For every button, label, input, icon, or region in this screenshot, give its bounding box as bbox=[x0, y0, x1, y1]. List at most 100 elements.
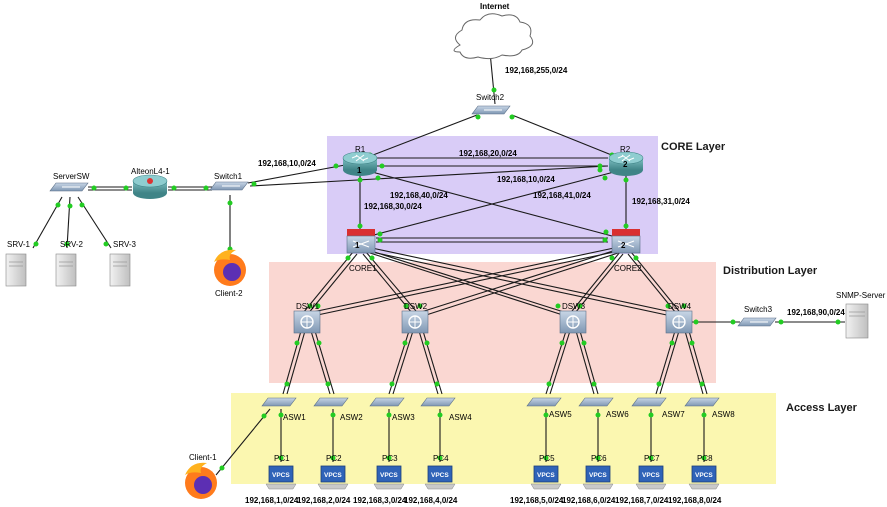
dsw3-switch-icon[interactable] bbox=[559, 310, 587, 334]
pc8-label: PC8 bbox=[697, 454, 713, 463]
dsw3-label: DSW3 bbox=[562, 302, 586, 311]
asw3-label: ASW3 bbox=[392, 413, 415, 422]
pc2-vpcs-text: VPCS bbox=[324, 472, 342, 479]
asw4-icon[interactable] bbox=[420, 397, 456, 407]
client1-firefox-icon[interactable] bbox=[185, 462, 217, 499]
pc2-label: PC2 bbox=[326, 454, 342, 463]
asw7-label: ASW7 bbox=[662, 410, 685, 419]
asw7-icon[interactable] bbox=[631, 397, 667, 407]
r1-switch1-subnet-label: 192,168,10,0/24 bbox=[258, 159, 316, 168]
r1-core1-subnet-label: 192,168,30,0/24 bbox=[364, 202, 422, 211]
dsw2-switch-icon[interactable] bbox=[401, 310, 429, 334]
pc4-subnet-label: 192,168,4,0/24 bbox=[404, 496, 458, 505]
switch1-icon[interactable] bbox=[209, 181, 249, 191]
pc4-label: PC4 bbox=[433, 454, 449, 463]
client1-label: Client-1 bbox=[189, 453, 217, 462]
asw3-icon[interactable] bbox=[369, 397, 405, 407]
core1-label: CORE1 bbox=[349, 264, 377, 273]
pc5-label: PC5 bbox=[539, 454, 555, 463]
core2-multilayer-switch-icon[interactable] bbox=[611, 229, 641, 254]
asw6-label: ASW6 bbox=[606, 410, 629, 419]
pc3-vpcs-text: VPCS bbox=[380, 472, 398, 479]
pc7-label: PC7 bbox=[644, 454, 660, 463]
internet-label: Internet bbox=[480, 2, 510, 11]
distribution-layer-zone bbox=[269, 262, 716, 383]
alteon-load-balancer-icon[interactable] bbox=[132, 174, 168, 199]
dsw1-label: DSW1 bbox=[296, 302, 320, 311]
srv2-server-icon[interactable] bbox=[55, 253, 77, 287]
client2-label: Client-2 bbox=[215, 289, 243, 298]
asw5-label: ASW5 bbox=[549, 410, 572, 419]
asw8-label: ASW8 bbox=[712, 410, 735, 419]
srv2-label: SRV-2 bbox=[60, 240, 84, 249]
switch3-label: Switch3 bbox=[744, 305, 773, 314]
core1-multilayer-switch-icon[interactable] bbox=[346, 229, 376, 254]
client2-firefox-icon[interactable] bbox=[214, 249, 246, 286]
pc7-subnet-label: 192,168,7,0/24 bbox=[615, 496, 669, 505]
pc5-vpcs-icon[interactable]: VPCS bbox=[530, 465, 562, 490]
switch2-label: Switch2 bbox=[476, 93, 505, 102]
pc7-vpcs-text: VPCS bbox=[642, 472, 660, 479]
internet-cloud-icon[interactable] bbox=[453, 13, 534, 60]
router-r1-icon[interactable] bbox=[342, 151, 378, 176]
serversw-label: ServerSW bbox=[53, 172, 90, 181]
dsw1-switch-icon[interactable] bbox=[293, 310, 321, 334]
pc8-vpcs-icon[interactable]: VPCS bbox=[688, 465, 720, 490]
router-r2-icon[interactable] bbox=[608, 151, 644, 176]
r1-label: R1 bbox=[355, 145, 366, 154]
dsw2-label: DSW2 bbox=[404, 302, 428, 311]
dsw4-switch-icon[interactable] bbox=[665, 310, 693, 334]
pc6-vpcs-icon[interactable]: VPCS bbox=[582, 465, 614, 490]
srv1-server-icon[interactable] bbox=[5, 253, 27, 287]
srv3-server-icon[interactable] bbox=[109, 253, 131, 287]
pc3-label: PC3 bbox=[382, 454, 398, 463]
r2-core1-subnet-label: 192,168,41,0/24 bbox=[533, 191, 591, 200]
pc5-subnet-label: 192,168,5,0/24 bbox=[510, 496, 564, 505]
asw8-icon[interactable] bbox=[684, 397, 720, 407]
serversw-icon[interactable] bbox=[49, 182, 89, 192]
pc3-subnet-label: 192,168,3,0/24 bbox=[353, 496, 407, 505]
asw1-icon[interactable] bbox=[261, 397, 297, 407]
asw2-label: ASW2 bbox=[340, 413, 363, 422]
pc3-vpcs-icon[interactable]: VPCS bbox=[373, 465, 405, 490]
alteon-label: AlteonL4-1 bbox=[131, 167, 170, 176]
pc1-vpcs-icon[interactable]: VPCS bbox=[265, 465, 297, 490]
switch2-icon[interactable] bbox=[471, 105, 511, 115]
pc5-vpcs-text: VPCS bbox=[537, 472, 555, 479]
core1-port-label: 1 bbox=[355, 241, 360, 250]
access-layer-title: Access Layer bbox=[786, 402, 858, 414]
pcs: VPCSPC1192,168,1,0/24VPCSPC2192,168,2,0/… bbox=[245, 454, 722, 505]
asw1-label: ASW1 bbox=[283, 413, 306, 422]
r1-r2-subnet-label: 192,168,20,0/24 bbox=[459, 149, 517, 158]
core-layer-title: CORE Layer bbox=[661, 141, 726, 153]
pc4-vpcs-text: VPCS bbox=[431, 472, 449, 479]
pc6-label: PC6 bbox=[591, 454, 607, 463]
switch1-label: Switch1 bbox=[214, 172, 243, 181]
pc6-vpcs-text: VPCS bbox=[589, 472, 607, 479]
core2-port-label: 2 bbox=[621, 241, 626, 250]
r2-switch1-subnet-label: 192,168,10,0/24 bbox=[497, 175, 555, 184]
pc8-vpcs-text: VPCS bbox=[695, 472, 713, 479]
snmp-subnet-label: 192,168,90,0/24 bbox=[787, 308, 845, 317]
pc6-subnet-label: 192,168,6,0/24 bbox=[562, 496, 616, 505]
pc1-subnet-label: 192,168,1,0/24 bbox=[245, 496, 299, 505]
pc1-vpcs-text: VPCS bbox=[272, 472, 290, 479]
r2-port-label: 2 bbox=[623, 160, 628, 169]
pc7-vpcs-icon[interactable]: VPCS bbox=[635, 465, 667, 490]
link-dots bbox=[33, 87, 841, 471]
snmp-server-label: SNMP-Server bbox=[836, 291, 886, 300]
pc2-vpcs-icon[interactable]: VPCS bbox=[317, 465, 349, 490]
asw6-icon[interactable] bbox=[578, 397, 614, 407]
internet-subnet-label: 192,168,255,0/24 bbox=[505, 66, 568, 75]
asw2-icon[interactable] bbox=[313, 397, 349, 407]
snmp-server-icon[interactable] bbox=[845, 303, 869, 339]
pc4-vpcs-icon[interactable]: VPCS bbox=[424, 465, 456, 490]
switch3-icon[interactable] bbox=[737, 317, 777, 327]
r2-label: R2 bbox=[620, 145, 631, 154]
asw5-icon[interactable] bbox=[526, 397, 562, 407]
pc8-subnet-label: 192,168,8,0/24 bbox=[668, 496, 722, 505]
access-switches bbox=[261, 397, 720, 407]
core2-label: CORE2 bbox=[614, 264, 642, 273]
asw4-label: ASW4 bbox=[449, 413, 472, 422]
